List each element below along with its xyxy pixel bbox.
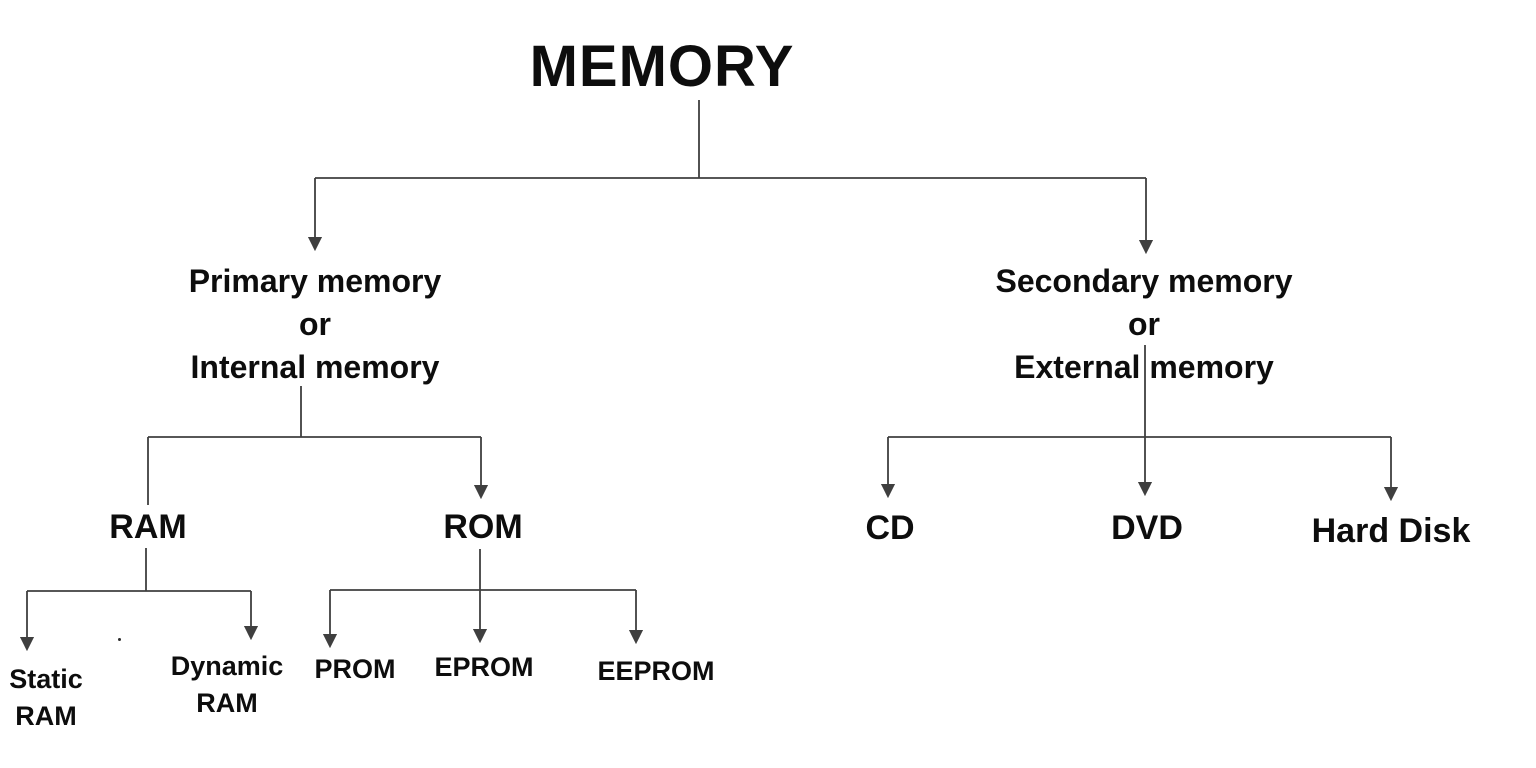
node-primary-memory-line2: or [298, 306, 331, 342]
node-memory: MEMORY [529, 34, 795, 99]
node-rom: ROM [443, 508, 523, 546]
node-dynamic-ram-line1: Dynamic [170, 651, 284, 681]
node-primary-memory: Primary memory or Internal memory [189, 260, 442, 389]
node-dynamic-ram-line2: RAM [196, 688, 258, 718]
node-prom: PROM [314, 654, 396, 684]
node-static-ram-line1: Static [9, 664, 83, 694]
node-ram: RAM [109, 508, 187, 546]
node-primary-memory-line3: Internal memory [190, 349, 440, 385]
node-static-ram-line2: RAM [15, 701, 77, 731]
node-dvd: DVD [1111, 509, 1183, 547]
node-secondary-memory-line2: or [1127, 306, 1160, 342]
node-static-ram: Static RAM [9, 661, 83, 735]
stray-dot [118, 638, 121, 641]
node-eeprom: EEPROM [597, 656, 715, 686]
node-secondary-memory-line3: External memory [1014, 349, 1274, 385]
node-secondary-memory-line1: Secondary memory [995, 263, 1293, 299]
node-eprom: EPROM [434, 652, 534, 682]
node-cd: CD [865, 509, 915, 547]
node-primary-memory-line1: Primary memory [188, 263, 442, 299]
node-dynamic-ram: Dynamic RAM [171, 648, 284, 722]
node-hard-disk: Hard Disk [1311, 512, 1471, 550]
node-secondary-memory: Secondary memory or External memory [995, 260, 1292, 389]
